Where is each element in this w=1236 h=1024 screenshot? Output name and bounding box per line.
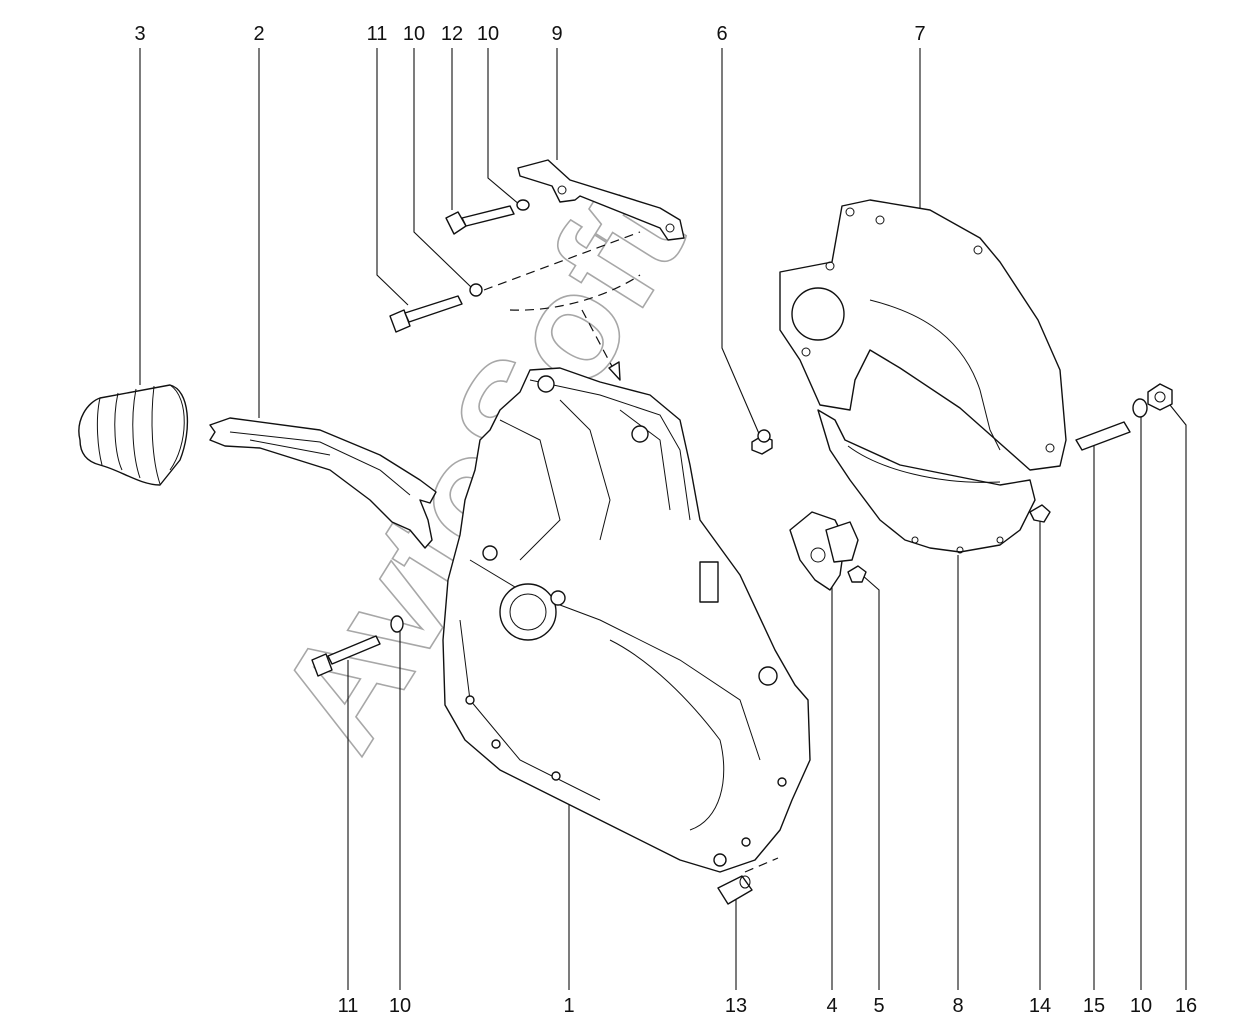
part-10-washer-bottom-b[interactable] bbox=[1132, 398, 1148, 418]
leader-lines bbox=[139, 48, 1187, 990]
leader-11-top bbox=[376, 48, 409, 306]
leader-6 bbox=[721, 48, 761, 437]
callout-11-bottom[interactable]: 11 bbox=[338, 995, 359, 1017]
callouts-bottom: 11 10 1 13 4 5 8 14 15 10 16 bbox=[338, 995, 1198, 1017]
callout-8[interactable]: 8 bbox=[952, 995, 963, 1017]
callout-10-top-b[interactable]: 10 bbox=[477, 23, 499, 45]
callouts-top: 3 2 11 10 12 10 9 6 7 bbox=[134, 23, 925, 45]
part-11-bolt-top[interactable] bbox=[389, 295, 463, 333]
callout-5[interactable]: 5 bbox=[873, 995, 884, 1017]
part-10-washer-top-a[interactable] bbox=[469, 283, 483, 297]
callout-6[interactable]: 6 bbox=[716, 23, 727, 45]
callout-2[interactable]: 2 bbox=[253, 23, 264, 45]
part-6-plug[interactable] bbox=[751, 429, 773, 455]
part-3-rubber-boot[interactable] bbox=[78, 384, 189, 486]
part-1-clutch-housing[interactable] bbox=[442, 367, 811, 873]
part-4-guide-sleeve[interactable] bbox=[789, 511, 859, 591]
callout-1[interactable]: 1 bbox=[563, 995, 574, 1017]
callout-4[interactable]: 4 bbox=[826, 995, 837, 1017]
part-15-stud[interactable] bbox=[1075, 421, 1131, 451]
callout-13[interactable]: 13 bbox=[725, 995, 747, 1017]
callout-10-top-a[interactable]: 10 bbox=[403, 23, 425, 45]
callout-11-top[interactable]: 11 bbox=[367, 23, 388, 45]
callout-7[interactable]: 7 bbox=[914, 23, 925, 45]
callout-9[interactable]: 9 bbox=[551, 23, 562, 45]
assembly-dashed-lines bbox=[483, 231, 779, 873]
leader-16 bbox=[1169, 404, 1187, 990]
callout-10-bottom-a[interactable]: 10 bbox=[389, 995, 411, 1017]
part-8-dust-shield[interactable] bbox=[817, 409, 1036, 554]
callout-12[interactable]: 12 bbox=[441, 23, 463, 45]
part-10-washer-top-b[interactable] bbox=[516, 199, 530, 211]
part-11-bolt-bottom[interactable] bbox=[311, 635, 381, 677]
callout-16[interactable]: 16 bbox=[1175, 995, 1197, 1017]
part-13-dowel-sleeve[interactable] bbox=[717, 875, 753, 905]
callout-14[interactable]: 14 bbox=[1029, 995, 1051, 1017]
callout-3[interactable]: 3 bbox=[134, 23, 145, 45]
part-5-screw[interactable] bbox=[847, 565, 867, 583]
leader-10-top-a bbox=[413, 48, 473, 289]
part-12-bolt[interactable] bbox=[445, 205, 515, 235]
part-10-washer-bottom-a[interactable] bbox=[390, 615, 404, 633]
part-7-cover-plate[interactable] bbox=[779, 199, 1067, 471]
part-16-nut[interactable] bbox=[1147, 383, 1173, 411]
part-9-bracket[interactable] bbox=[517, 159, 685, 241]
leader-10-top-b bbox=[487, 48, 521, 206]
part-2-clutch-fork[interactable] bbox=[209, 417, 437, 549]
callout-10-bottom-b[interactable]: 10 bbox=[1130, 995, 1152, 1017]
part-14-screw[interactable] bbox=[1029, 504, 1051, 523]
callout-15[interactable]: 15 bbox=[1083, 995, 1105, 1017]
leader-5 bbox=[861, 574, 880, 990]
